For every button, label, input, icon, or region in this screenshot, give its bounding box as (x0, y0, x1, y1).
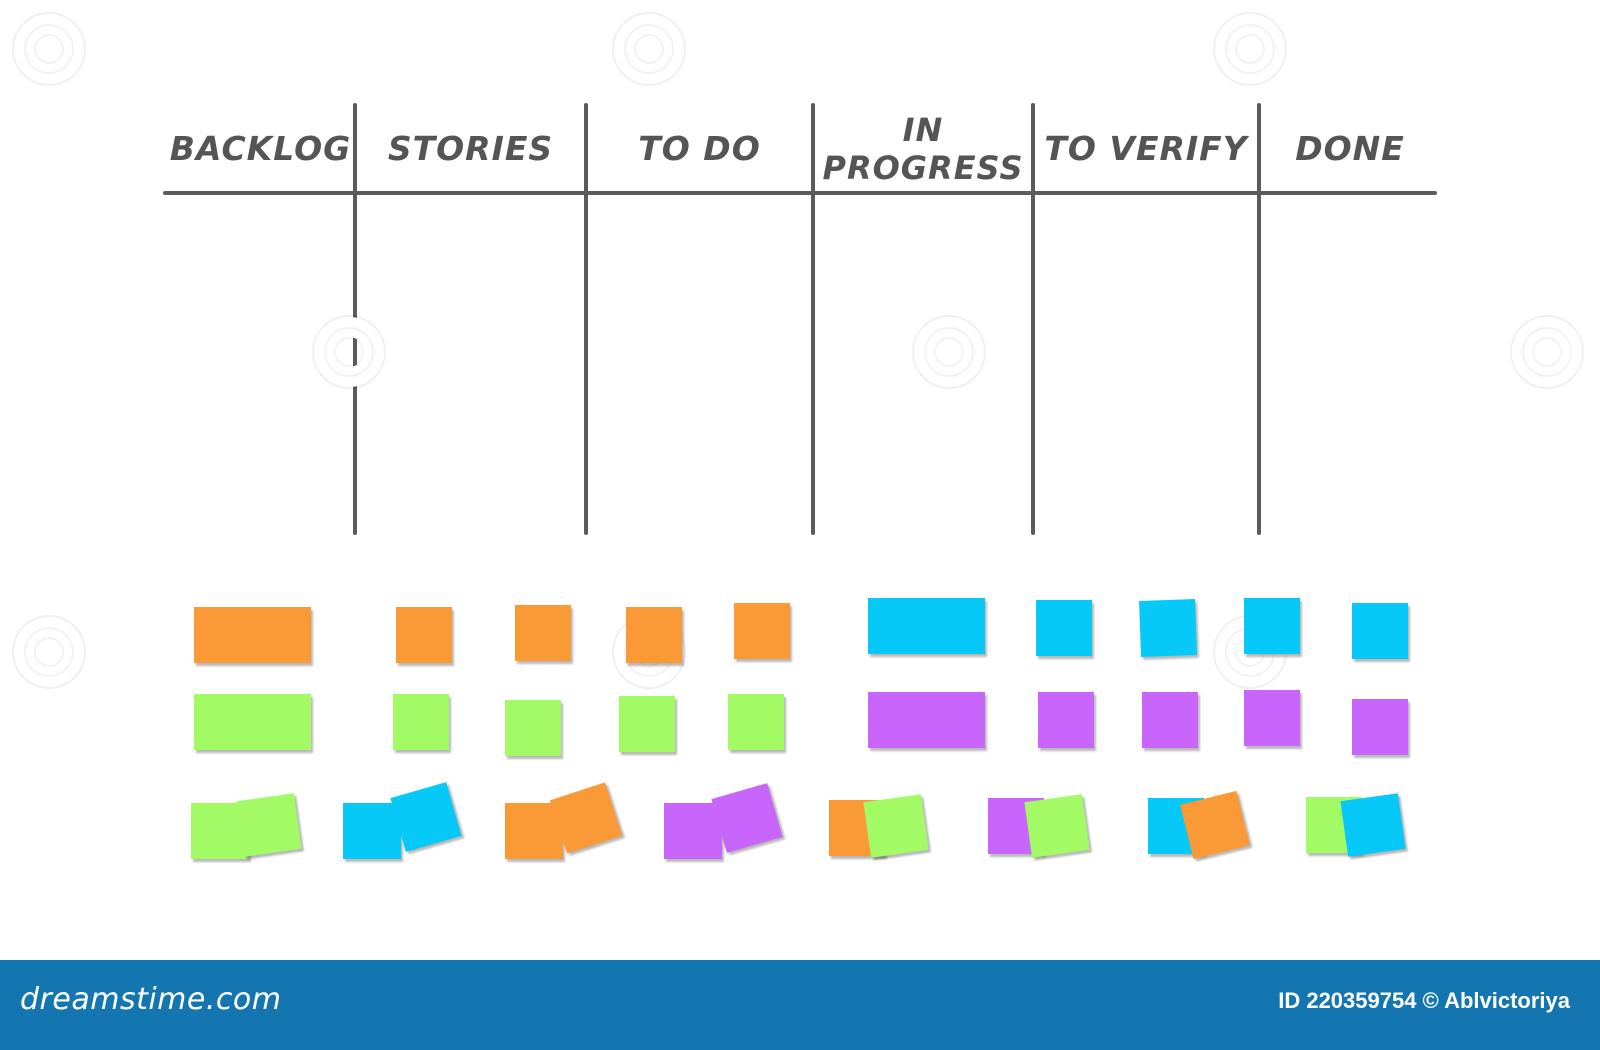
sticky-note-blue[interactable] (1244, 598, 1300, 654)
footer-credit: ID 220359754 © Ablvictoriya (1278, 988, 1570, 1013)
column-divider-3 (811, 103, 815, 535)
sticky-note-blue[interactable] (1139, 599, 1197, 657)
kanban-board: BACKLOG STORIES TO DO IN PROGRESS TO VER… (12, 12, 1584, 860)
column-header-to-do: TO DO (638, 129, 761, 168)
footer-brand: dreamstime.com (20, 982, 282, 1017)
sticky-note-purple[interactable] (711, 783, 783, 853)
sticky-note-orange[interactable] (396, 607, 452, 663)
header-divider-line (163, 191, 1437, 195)
sticky-note-green[interactable] (619, 696, 675, 752)
sticky-note-green[interactable] (194, 694, 311, 750)
watermark-logo (1213, 12, 1287, 86)
sticky-note-orange[interactable] (734, 603, 790, 659)
sticky-note-purple[interactable] (1244, 690, 1300, 746)
sticky-note-blue[interactable] (1340, 793, 1406, 857)
sticky-note-green[interactable] (1024, 794, 1090, 858)
column-divider-4 (1031, 103, 1035, 535)
sticky-note-orange[interactable] (515, 605, 571, 661)
column-header-backlog: BACKLOG (169, 129, 352, 168)
watermark-logo (1510, 315, 1584, 389)
sticky-note-green[interactable] (505, 700, 561, 756)
sticky-note-blue[interactable] (1352, 603, 1408, 659)
sticky-note-purple[interactable] (1142, 692, 1198, 748)
footer-bar: dreamstime.com ID 220359754 © Ablvictori… (0, 960, 1600, 1050)
column-header-in-progress-text: IN PROGRESS (822, 111, 1024, 187)
watermark-logo (12, 12, 86, 86)
sticky-note-purple[interactable] (1038, 692, 1094, 748)
column-header-stories: STORIES (387, 129, 554, 168)
sticky-note-green[interactable] (863, 794, 929, 858)
watermark-logo (312, 315, 386, 389)
sticky-note-blue[interactable] (390, 782, 462, 852)
sticky-note-purple[interactable] (664, 803, 722, 859)
column-header-in-progress: IN PROGRESS (815, 108, 1031, 190)
column-header-done: DONE (1295, 129, 1405, 168)
sticky-note-green[interactable] (236, 793, 302, 857)
sticky-note-purple[interactable] (1352, 699, 1408, 755)
sticky-note-orange[interactable] (1180, 790, 1250, 860)
sticky-note-blue[interactable] (343, 803, 401, 859)
watermark-logo (612, 12, 686, 86)
sticky-note-green[interactable] (728, 694, 784, 750)
sticky-note-orange[interactable] (194, 607, 311, 663)
sticky-note-orange[interactable] (626, 607, 682, 663)
watermark-logo (12, 615, 86, 689)
column-divider-5 (1257, 103, 1261, 535)
sticky-note-green[interactable] (393, 694, 449, 750)
column-header-to-verify: TO VERIFY (1044, 129, 1248, 168)
column-divider-2 (584, 103, 588, 535)
sticky-note-purple[interactable] (868, 692, 985, 748)
sticky-note-blue[interactable] (868, 598, 985, 654)
watermark-logo (912, 315, 986, 389)
sticky-note-blue[interactable] (1036, 600, 1092, 656)
